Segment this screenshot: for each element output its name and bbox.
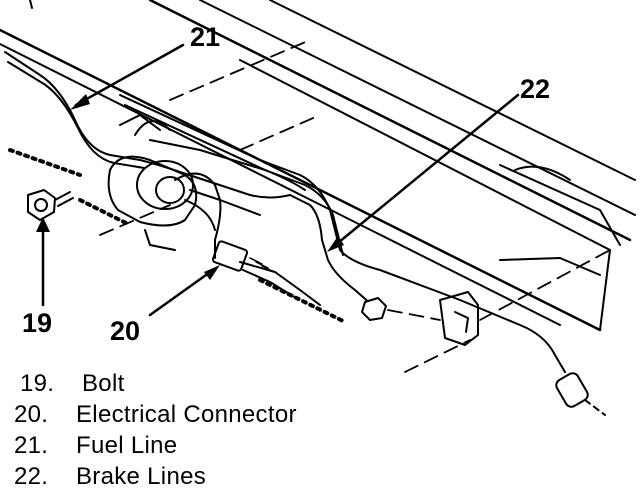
hatched-surface — [8, 148, 347, 324]
centerlines — [99, 39, 611, 373]
legend-item-brake-lines: 22. Brake Lines — [14, 461, 394, 492]
legend-item-electrical-connector: 20. Electrical Connector — [14, 399, 394, 430]
legend-label: Electrical Connector — [76, 400, 297, 428]
legend-label: Bolt — [82, 369, 125, 397]
frame-rail — [0, 0, 636, 332]
legend-number: 19. — [20, 369, 55, 397]
legend-item-bolt: 19. Bolt — [14, 368, 394, 399]
legend-number: 22. — [14, 462, 49, 490]
legend-number: 20. — [14, 400, 49, 428]
arrowheads — [36, 94, 344, 280]
callout-21: 21 — [190, 22, 220, 52]
legend-number: 21. — [14, 431, 49, 459]
callout-20: 20 — [110, 316, 140, 346]
leader-lines — [41, 43, 520, 317]
fuel-pump-assembly — [107, 114, 222, 259]
legend-label: Fuel Line — [76, 431, 178, 459]
bolt-19 — [27, 189, 74, 221]
legend-item-fuel-line: 21. Fuel Line — [14, 430, 394, 461]
electrical-connector — [211, 240, 321, 306]
brake-line-nut — [361, 297, 387, 321]
callout-22: 22 — [520, 74, 550, 104]
brake-lines — [119, 94, 566, 373]
callout-19: 19 — [22, 308, 52, 338]
legend-label: Brake Lines — [76, 462, 207, 490]
brake-line-clip — [439, 291, 606, 416]
parts-legend: 19. Bolt 20. Electrical Connector 21. Fu… — [14, 368, 394, 492]
